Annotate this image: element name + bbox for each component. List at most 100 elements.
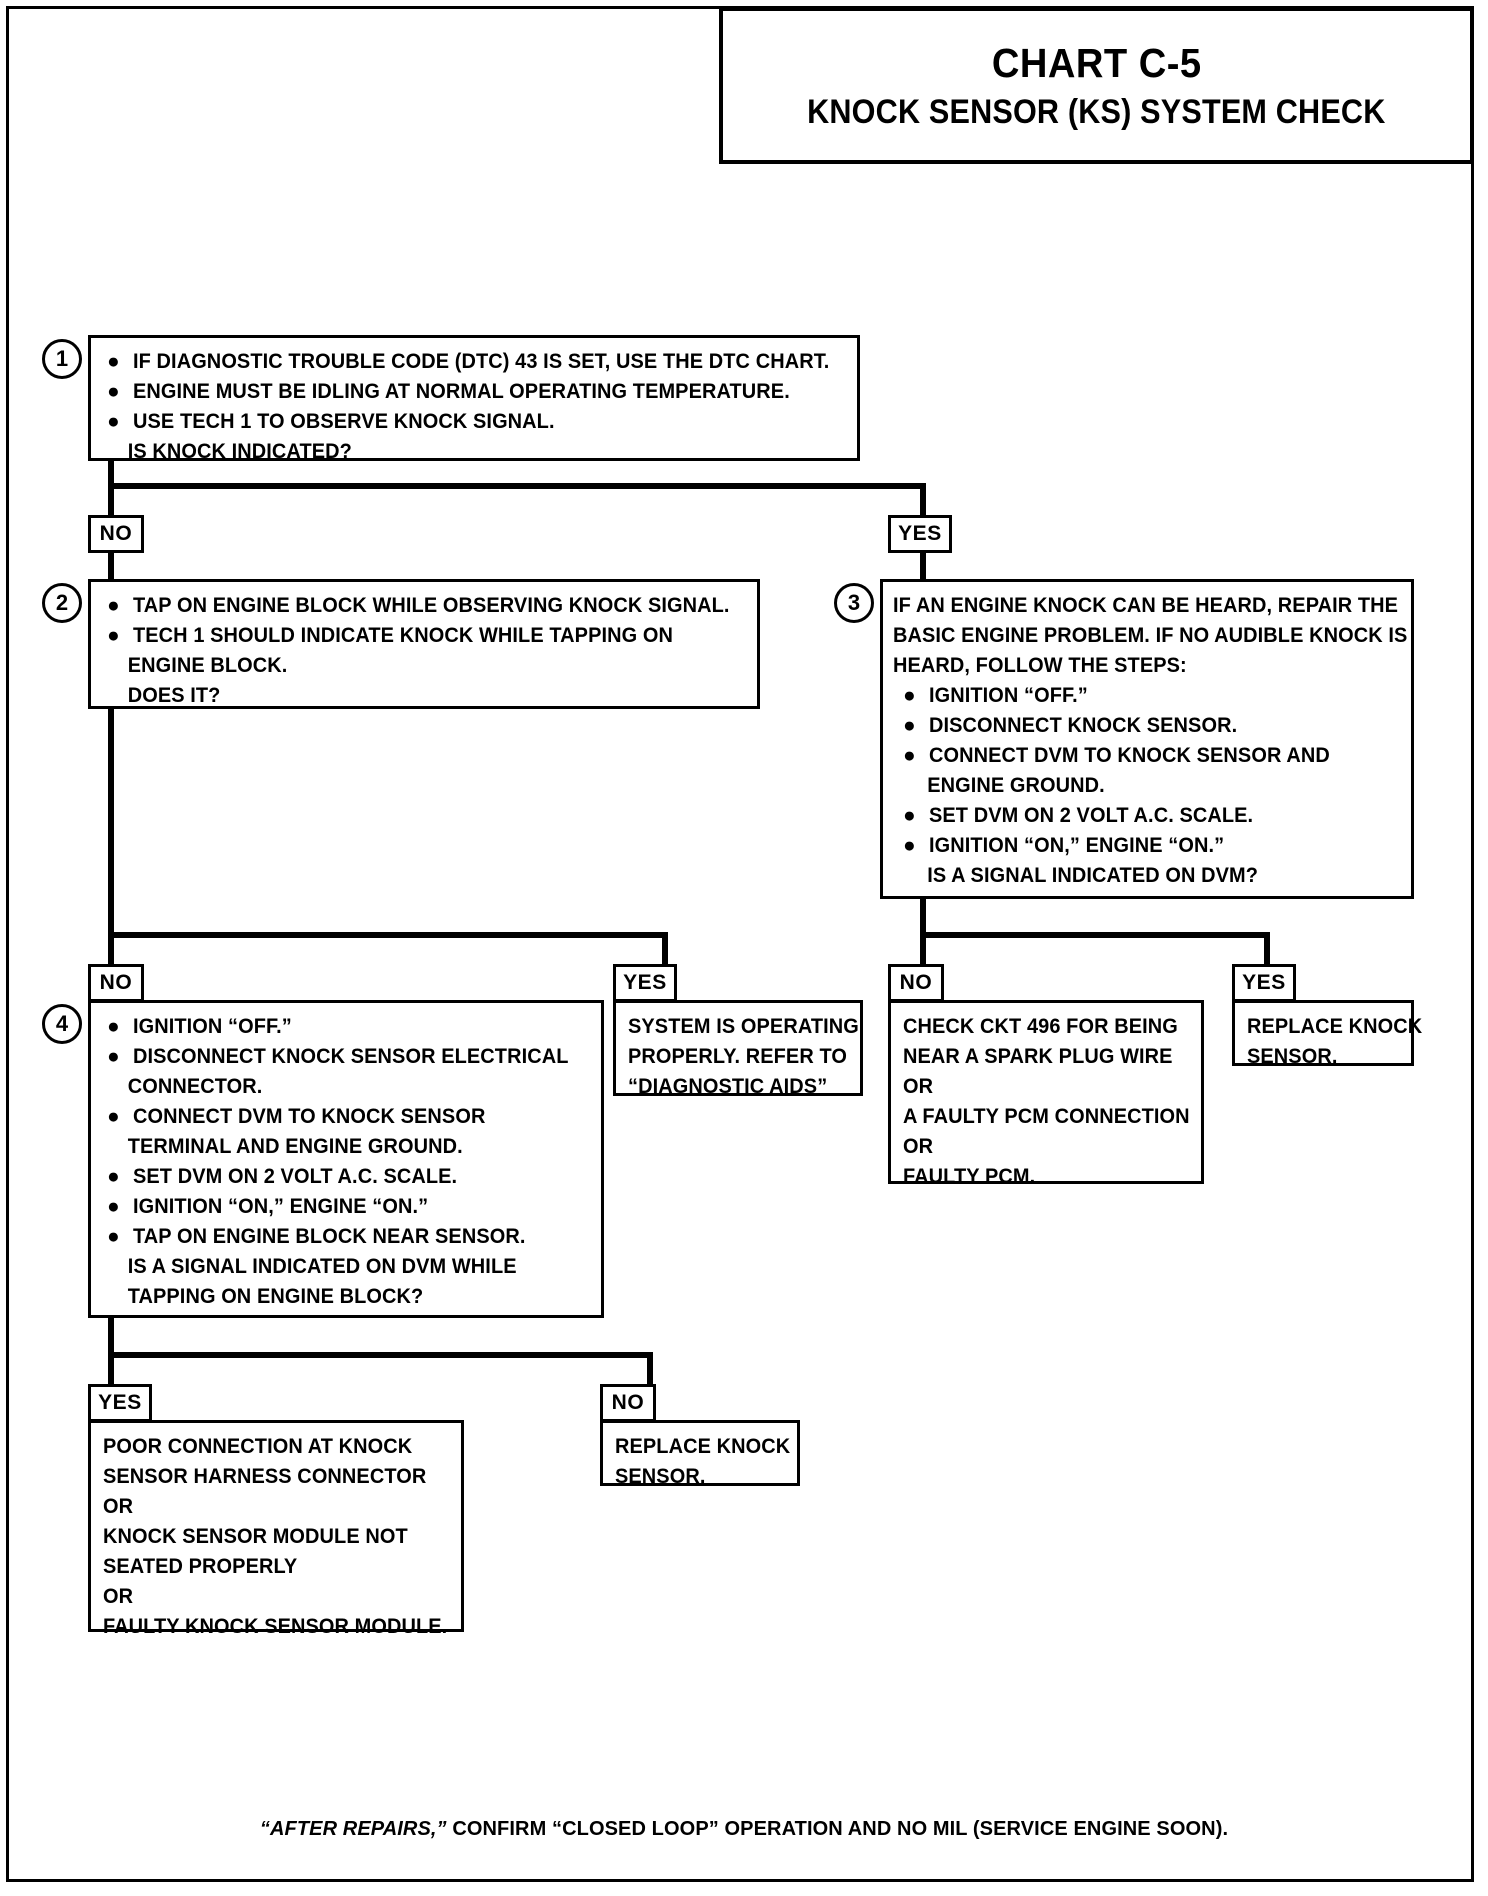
connector-step1-yes-stem [920, 483, 926, 515]
chart-title: KNOCK SENSOR (KS) SYSTEM CHECK [807, 92, 1386, 131]
list-item: ● TECH 1 SHOULD INDICATE KNOCK WHILE TAP… [103, 621, 747, 651]
bullet-icon: ● [903, 684, 916, 707]
bullet-icon: ● [903, 714, 916, 737]
connector-step1-split [108, 483, 926, 489]
step3-bullet-1: IGNITION “OFF.” [929, 684, 1088, 707]
step3-bullet-3-cont: ENGINE GROUND. [927, 774, 1105, 797]
branch-label-no-step3: NO [888, 964, 944, 1002]
replace-right-line-1: REPLACE KNOCK [1247, 1015, 1423, 1038]
step-number-4: 4 [42, 1004, 82, 1044]
result-replace-knock-sensor-bottom: REPLACE KNOCK SENSOR. [600, 1420, 800, 1488]
step-3-box: IF AN ENGINE KNOCK CAN BE HEARD, REPAIR … [880, 579, 1414, 899]
step1-bullet-3: USE TECH 1 TO OBSERVE KNOCK SIGNAL. [133, 410, 555, 433]
list-item: ● USE TECH 1 TO OBSERVE KNOCK SIGNAL. [103, 407, 847, 437]
step3-bullet-5: IGNITION “ON,” ENGINE “ON.” [929, 834, 1225, 857]
replace-bottom-line-2: SENSOR. [615, 1465, 706, 1488]
title-block: CHART C-5 KNOCK SENSOR (KS) SYSTEM CHECK [719, 6, 1474, 164]
check-ckt-line-5: OR [903, 1135, 934, 1158]
connector-yes-to-step3 [920, 553, 926, 579]
step3-bullet-3: CONNECT DVM TO KNOCK SENSOR AND [929, 744, 1330, 767]
footer-rest: CONFIRM “CLOSED LOOP” OPERATION AND NO M… [446, 1818, 1229, 1840]
connector-step1-down [108, 459, 114, 483]
replace-bottom-line-1: REPLACE KNOCK [615, 1435, 791, 1458]
step2-bullet-2-cont: ENGINE BLOCK. [127, 654, 288, 677]
step3-intro-1: IF AN ENGINE KNOCK CAN BE HEARD, REPAIR … [893, 594, 1399, 617]
list-item: ● IGNITION “OFF.” [103, 1012, 591, 1042]
step1-question: IS KNOCK INDICATED? [127, 440, 352, 463]
replace-right-line-2: SENSOR. [1247, 1045, 1338, 1068]
step3-intro-2: BASIC ENGINE PROBLEM. IF NO AUDIBLE KNOC… [893, 624, 1408, 647]
bullet-icon: ● [107, 1015, 120, 1038]
branch-label-no-step1: NO [88, 515, 144, 553]
step4-bullet-6: TAP ON ENGINE BLOCK NEAR SENSOR. [133, 1225, 526, 1248]
check-ckt-line-2: NEAR A SPARK PLUG WIRE [903, 1045, 1173, 1068]
branch-label-yes-step4: YES [88, 1384, 152, 1422]
connector-step4-split [108, 1352, 653, 1358]
step-number-2: 2 [42, 583, 82, 623]
list-item: ● SET DVM ON 2 VOLT A.C. SCALE. [893, 801, 1401, 831]
bullet-icon: ● [107, 624, 120, 647]
bullet-icon: ● [107, 350, 120, 373]
list-item: ● CONNECT DVM TO KNOCK SENSOR AND [893, 741, 1401, 771]
poor-conn-line-6: OR [103, 1585, 134, 1608]
connector-step4-down [108, 1318, 114, 1356]
connector-step2-yes-stem [662, 932, 668, 964]
step-1-box: ● IF DIAGNOSTIC TROUBLE CODE (DTC) 43 IS… [88, 335, 860, 463]
footer-note: “AFTER REPAIRS,” CONFIRM “CLOSED LOOP” O… [0, 1818, 1488, 1841]
step-number-1: 1 [42, 339, 82, 379]
list-item: ● IF DIAGNOSTIC TROUBLE CODE (DTC) 43 IS… [103, 347, 847, 377]
step4-bullet-2: DISCONNECT KNOCK SENSOR ELECTRICAL [133, 1045, 569, 1068]
branch-label-yes-step2: YES [613, 964, 677, 1002]
step3-bullet-4: SET DVM ON 2 VOLT A.C. SCALE. [929, 804, 1254, 827]
connector-step1-no-stem [108, 483, 114, 515]
step4-bullet-5: IGNITION “ON,” ENGINE “ON.” [133, 1195, 429, 1218]
branch-label-no-step2: NO [88, 964, 144, 1002]
bullet-icon: ● [107, 594, 120, 617]
footer-lead: “AFTER REPAIRS,” [259, 1818, 447, 1840]
list-item: ● TAP ON ENGINE BLOCK WHILE OBSERVING KN… [103, 591, 747, 621]
poor-conn-line-3: OR [103, 1495, 134, 1518]
system-ok-line-1: SYSTEM IS OPERATING [628, 1015, 859, 1038]
bullet-icon: ● [107, 1225, 120, 1248]
step4-bullet-3: CONNECT DVM TO KNOCK SENSOR [133, 1105, 486, 1128]
bullet-icon: ● [107, 1195, 120, 1218]
step4-question-line-1: IS A SIGNAL INDICATED ON DVM WHILE [127, 1255, 517, 1278]
step4-question-line-2: TAPPING ON ENGINE BLOCK? [127, 1285, 424, 1308]
step-2-box: ● TAP ON ENGINE BLOCK WHILE OBSERVING KN… [88, 579, 760, 709]
check-ckt-line-3: OR [903, 1075, 934, 1098]
list-item: ● TAP ON ENGINE BLOCK NEAR SENSOR. [103, 1222, 591, 1252]
connector-no-to-step2 [108, 553, 114, 579]
step1-bullet-2: ENGINE MUST BE IDLING AT NORMAL OPERATIN… [133, 380, 790, 403]
system-ok-line-3: “DIAGNOSTIC AIDS” [628, 1075, 828, 1098]
connector-step2-no-stem [108, 932, 114, 964]
list-item: ● IGNITION “ON,” ENGINE “ON.” [103, 1192, 591, 1222]
step-number-3: 3 [834, 583, 874, 623]
bullet-icon: ● [107, 1105, 120, 1128]
step2-question: DOES IT? [127, 684, 221, 707]
list-item: ● SET DVM ON 2 VOLT A.C. SCALE. [103, 1162, 591, 1192]
connector-step3-down [920, 898, 926, 934]
list-item: ● CONNECT DVM TO KNOCK SENSOR [103, 1102, 591, 1132]
check-ckt-line-4: A FAULTY PCM CONNECTION [903, 1105, 1190, 1128]
step3-bullet-2: DISCONNECT KNOCK SENSOR. [929, 714, 1238, 737]
connector-step4-yes-stem [108, 1352, 114, 1384]
bullet-icon: ● [107, 410, 120, 433]
bullet-icon: ● [107, 380, 120, 403]
step4-bullet-3-cont: TERMINAL AND ENGINE GROUND. [127, 1135, 463, 1158]
connector-step4-no-stem [647, 1352, 653, 1384]
list-item: ● DISCONNECT KNOCK SENSOR. [893, 711, 1401, 741]
connector-step3-yes-stem [1264, 932, 1270, 964]
connector-step2-split [108, 932, 668, 938]
step4-bullet-1: IGNITION “OFF.” [133, 1015, 292, 1038]
poor-conn-line-2: SENSOR HARNESS CONNECTOR [103, 1465, 427, 1488]
result-poor-connection: POOR CONNECTION AT KNOCK SENSOR HARNESS … [88, 1420, 464, 1638]
step2-bullet-2: TECH 1 SHOULD INDICATE KNOCK WHILE TAPPI… [133, 624, 673, 647]
step4-bullet-2-cont: CONNECTOR. [127, 1075, 263, 1098]
bullet-icon: ● [903, 834, 916, 857]
branch-label-yes-step1: YES [888, 515, 952, 553]
step-4-box: ● IGNITION “OFF.” ● DISCONNECT KNOCK SEN… [88, 1000, 604, 1318]
check-ckt-line-1: CHECK CKT 496 FOR BEING [903, 1015, 1178, 1038]
connector-step2-down [108, 708, 114, 938]
result-check-ckt-496: CHECK CKT 496 FOR BEING NEAR A SPARK PLU… [888, 1000, 1204, 1188]
bullet-icon: ● [903, 744, 916, 767]
